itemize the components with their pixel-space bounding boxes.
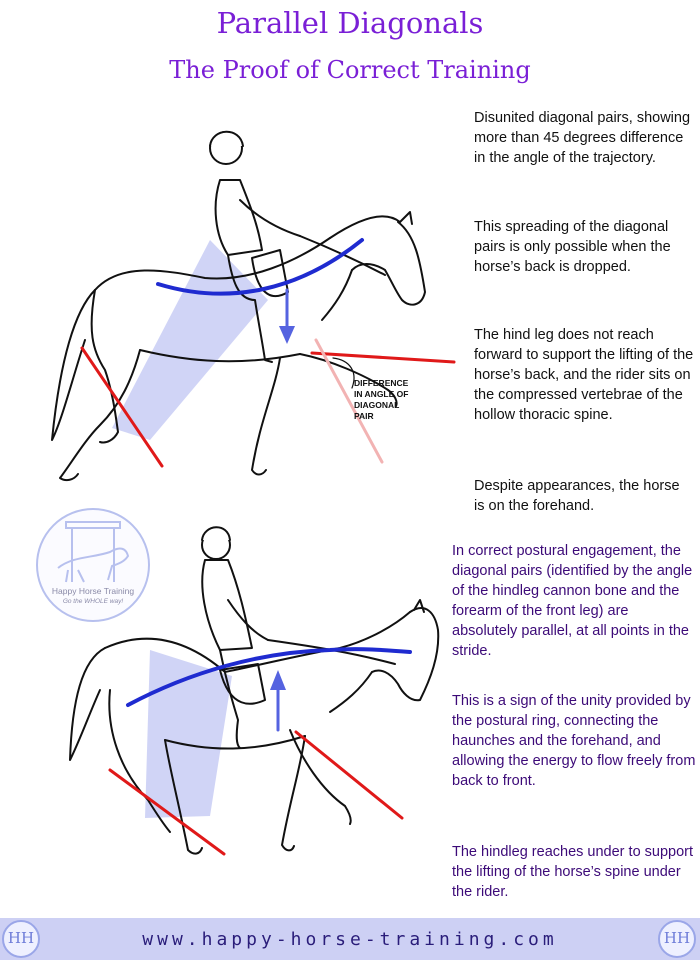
logo-horse-icon [57, 521, 130, 583]
top-rider-arm [239, 199, 301, 237]
top-paragraph-3: The hind leg does not reach forward to s… [474, 327, 694, 423]
bottom-horse-ear [413, 599, 425, 613]
top-rider-helmet [209, 130, 244, 147]
top-horse-neck [329, 215, 401, 239]
top-horse-illustration [51, 130, 456, 482]
top-horse-back [94, 237, 331, 291]
angle-difference-label: DIFFERENCE IN ANGLE OF DIAGONAL PAIR [354, 378, 434, 422]
bottom-hind-diagonal [108, 768, 226, 856]
bottom-rider-arm [227, 599, 269, 641]
angle-label-line-3: DIAGONAL [354, 400, 400, 410]
bottom-rider-helmet [201, 526, 231, 541]
footer-right-hh-icon: HH [658, 920, 696, 958]
bottom-front-diagonal [294, 730, 404, 820]
bottom-front-leg-1 [281, 735, 306, 852]
bottom-rider-leg [219, 649, 241, 749]
angle-label-line-2: IN ANGLE OF [354, 389, 409, 399]
page-title: Parallel Diagonals [216, 6, 484, 40]
bottom-hind-leg-2 [164, 739, 203, 855]
top-front-leg-2 [251, 357, 281, 476]
bottom-paragraph-3: The hindleg reaches under to support the… [452, 844, 694, 900]
bottom-horse-back [104, 611, 411, 673]
bottom-horse-belly [164, 735, 306, 750]
top-hind-leg-2 [59, 349, 141, 482]
angle-label-line-1: DIFFERENCE [354, 378, 409, 388]
bottom-back-arrow-head [270, 670, 286, 690]
top-horse-ear [399, 211, 413, 225]
bottom-paragraph-2: This is a sign of the unity provided by … [452, 693, 696, 789]
footer-left-badge-text: HH [7, 929, 35, 947]
top-horse-tail [51, 289, 96, 441]
bottom-horse-tail [69, 647, 106, 761]
top-angle-arc [332, 357, 355, 389]
top-hindquarter-shading [112, 240, 268, 440]
logo-tagline: Go the WHOLE way! [62, 598, 124, 605]
top-front-cannon-diagonal [314, 338, 384, 464]
bottom-front-leg-2 [289, 729, 352, 825]
page-subtitle: The Proof of Correct Training [169, 56, 531, 84]
footer-url-link[interactable]: www.happy-horse-training.com [142, 929, 558, 950]
top-back-line [156, 238, 364, 296]
angle-label-line-4: PAIR [354, 411, 374, 421]
top-back-arrow-head [279, 326, 295, 344]
top-paragraph-4: Despite appearances, the horse is on the… [474, 478, 680, 514]
happy-horse-logo: Happy Horse Training Go the WHOLE way! [36, 508, 150, 622]
top-front-leg-1 [299, 353, 398, 407]
bottom-hindquarter-shading [145, 650, 232, 818]
footer-right-badge-text: HH [663, 929, 691, 947]
top-horse-head [351, 221, 426, 306]
logo-name: Happy Horse Training [51, 586, 135, 596]
top-horse-throat [321, 269, 353, 321]
top-front-diagonal [310, 351, 456, 364]
top-rider-torso [214, 179, 263, 256]
bottom-saddle [219, 663, 266, 705]
bottom-back-line [126, 647, 412, 707]
top-paragraph-2: This spreading of the diagonal pairs is … [474, 219, 671, 275]
footer-band [0, 918, 700, 960]
top-rider-leg [227, 254, 273, 363]
top-paragraph-1: Disunited diagonal pairs, showing more t… [474, 110, 691, 166]
bottom-horse-throat [329, 671, 373, 713]
bottom-horse-illustration [69, 526, 440, 856]
bottom-paragraph-1: In correct postural engagement, the diag… [452, 543, 693, 659]
top-hind-diagonal [80, 346, 164, 468]
bottom-rider-torso [201, 559, 253, 651]
bottom-horse-head [371, 607, 440, 702]
footer-left-hh-icon: HH [2, 920, 40, 958]
